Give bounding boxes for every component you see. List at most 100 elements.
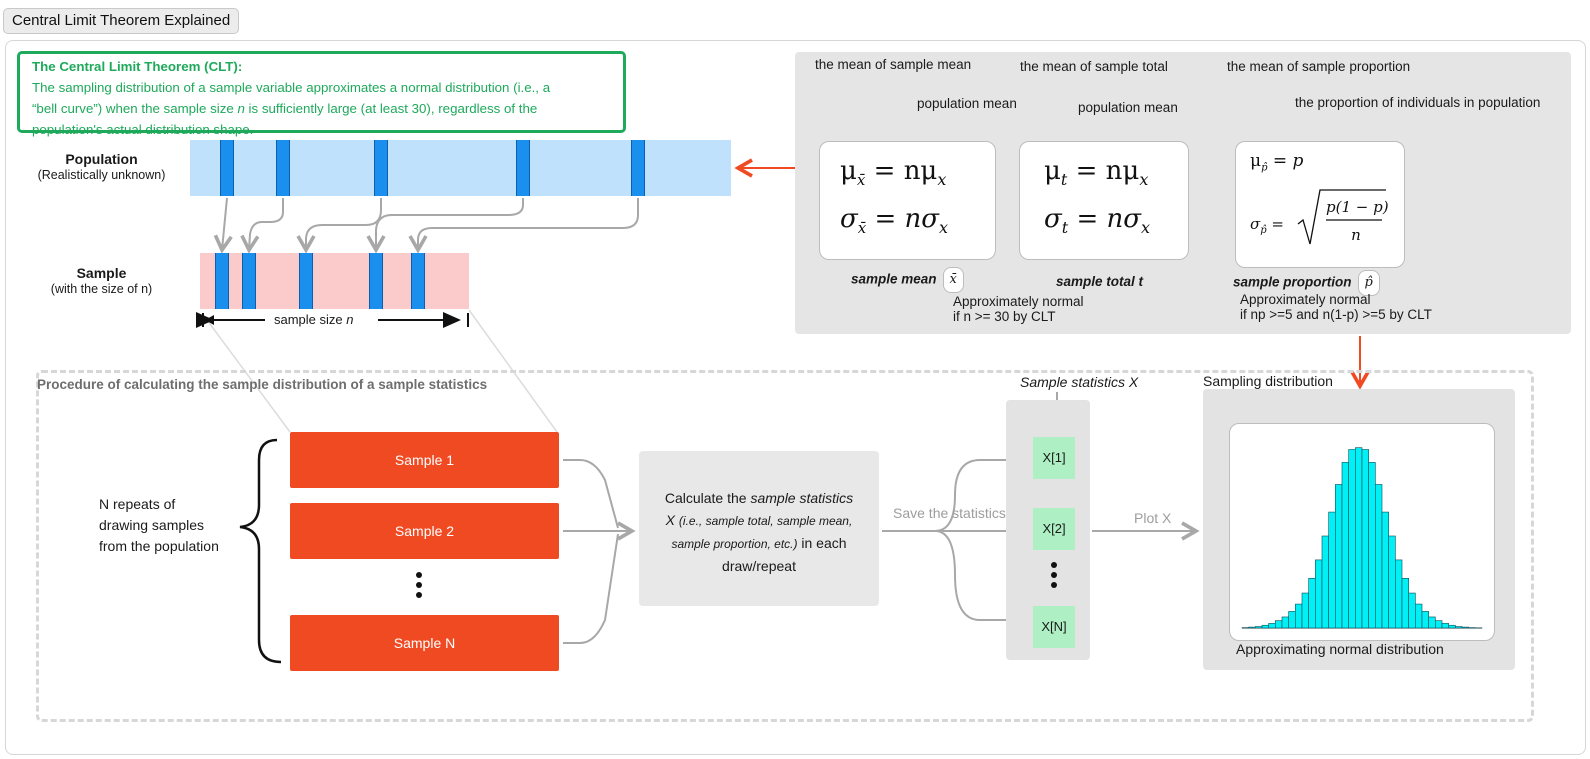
histogram-bar xyxy=(1268,623,1276,629)
sample-unit xyxy=(242,253,256,309)
population-bar xyxy=(190,140,731,196)
population-label: Population (Realistically unknown) xyxy=(20,151,183,182)
calc-text-c: X xyxy=(665,512,679,528)
ann-population-mean-2: population mean xyxy=(1078,100,1178,115)
sample-proportion-chip: p̂ xyxy=(1357,270,1380,296)
histogram-bar xyxy=(1301,592,1309,629)
sample-size-label: sample size n xyxy=(274,312,353,327)
histogram-bar xyxy=(1448,624,1456,629)
population-unit xyxy=(374,140,388,196)
sample-statistics-panel: X[1] X[2] X[N] xyxy=(1006,400,1090,660)
sample-subtitle: (with the size of n) xyxy=(50,282,153,296)
histogram-bar xyxy=(1428,616,1436,629)
histogram-bar xyxy=(1461,626,1469,629)
clt-line-2b: is sufficiently large (at least 30), reg… xyxy=(244,101,538,116)
histogram-bar xyxy=(1295,603,1303,629)
histogram-bar xyxy=(1435,620,1443,629)
stat-x1-box[interactable]: X[1] xyxy=(1033,437,1075,479)
histogram-bar xyxy=(1355,447,1363,629)
clt-text: The sampling distribution of a sample va… xyxy=(32,77,611,140)
sample-2-box[interactable]: Sample 2 xyxy=(290,503,559,559)
population-unit xyxy=(516,140,530,196)
sample-size-text: sample size xyxy=(274,312,347,327)
sqrt-sign xyxy=(1297,189,1386,245)
ann-mean-of-sample-total: the mean of sample total xyxy=(1020,59,1168,74)
histogram-bar xyxy=(1315,559,1323,629)
stat-xn-box[interactable]: X[N] xyxy=(1033,606,1075,648)
population-unit xyxy=(276,140,290,196)
formula-sqrt-numerator: p(1 − p) xyxy=(1326,198,1389,216)
calculate-statistics-box: Calculate the sample statistics X (i.e.,… xyxy=(639,451,879,606)
histogram-bar xyxy=(1248,626,1256,629)
sample-bar xyxy=(200,253,469,309)
sample-unit xyxy=(369,253,383,309)
plot-x-label: Plot X xyxy=(1134,510,1172,526)
histogram-bar xyxy=(1328,511,1336,629)
stat-x2-box[interactable]: X[2] xyxy=(1033,508,1075,550)
histogram-bar xyxy=(1321,535,1329,629)
histogram-bar xyxy=(1255,626,1263,629)
histogram-bar xyxy=(1261,624,1269,629)
sample-unit xyxy=(215,253,229,309)
histogram-bar xyxy=(1381,511,1389,629)
sample-unit xyxy=(299,253,313,309)
population-subtitle: (Realistically unknown) xyxy=(37,168,166,182)
histogram-bar xyxy=(1455,626,1463,629)
histogram-bar xyxy=(1368,462,1376,629)
ann-population-proportion: the proportion of individuals in populat… xyxy=(1295,95,1541,110)
histogram-bar xyxy=(1288,611,1296,629)
formula-box-mean: μx̄ = nμx σx̄ = nσx xyxy=(819,141,996,260)
population-unit xyxy=(220,140,234,196)
ann-population-mean-1: population mean xyxy=(917,96,1017,111)
population-unit xyxy=(631,140,645,196)
sample-mean-label: sample mean xyxy=(851,271,937,287)
histogram-bar xyxy=(1388,535,1396,629)
sample-1-box[interactable]: Sample 1 xyxy=(290,432,559,488)
histogram-bar xyxy=(1395,559,1403,629)
calc-text-d: (i.e., sample total, sample mean, sample… xyxy=(671,514,853,551)
histogram-chart xyxy=(1241,447,1483,629)
histogram-bar xyxy=(1408,592,1416,629)
calc-text-b: sample statistics xyxy=(750,490,854,506)
calc-text-a: Calculate the xyxy=(664,490,751,506)
sample-n-box[interactable]: Sample N xyxy=(290,615,559,671)
formula-sigma-mean: σx̄ = nσx xyxy=(840,204,949,238)
histogram-bar xyxy=(1348,449,1356,629)
histogram-bar xyxy=(1281,616,1289,629)
ann-mean-of-sample-mean: the mean of sample mean xyxy=(815,57,972,72)
repeats-line-2: drawing samples xyxy=(99,517,205,533)
histogram-bar xyxy=(1308,578,1316,629)
histogram-bar xyxy=(1421,611,1429,629)
vertical-ellipsis-icon xyxy=(414,572,424,598)
sample-total-label: sample total t xyxy=(1056,274,1144,289)
ann-mean-of-sample-proportion: the mean of sample proportion xyxy=(1227,59,1411,74)
clt-line-3: population's actual distribution shape. xyxy=(32,122,254,137)
tab-title[interactable]: Central Limit Theorem Explained xyxy=(3,8,240,34)
canvas-frame xyxy=(5,40,1586,755)
save-statistics-label: Save the statistics xyxy=(893,505,1006,521)
sample-mean-chip: x̄ xyxy=(942,267,964,293)
formula-mu-proportion: μp̂ = p xyxy=(1250,151,1304,174)
formula-sqrt-denominator: n xyxy=(1351,226,1361,244)
formula-mu-mean: μx̄ = nμx xyxy=(840,156,947,190)
histogram-bar xyxy=(1401,578,1409,629)
calc-text-e: in each draw/repeat xyxy=(722,535,847,574)
histogram-bar xyxy=(1341,462,1349,629)
repeats-line-3: from the population xyxy=(99,538,219,554)
histogram-card xyxy=(1229,423,1495,641)
clt-definition-box: The Central Limit Theorem (CLT): The sam… xyxy=(17,51,626,137)
formula-box-proportion: μp̂ = p σp̂ = p(1 − p) n xyxy=(1235,141,1405,268)
formula-panel: the mean of sample mean population mean … xyxy=(795,52,1571,334)
histogram-bar xyxy=(1375,484,1383,629)
histogram-bar xyxy=(1361,449,1369,629)
histogram-bar xyxy=(1335,484,1343,629)
sample-size-var: n xyxy=(346,312,354,327)
stat-label-mean: sample mean x̄ xyxy=(851,267,964,293)
procedure-frame xyxy=(36,370,1534,722)
histogram-bar xyxy=(1415,603,1423,629)
sample-unit xyxy=(411,253,425,309)
formula-sigma-total: σt = nσx xyxy=(1044,204,1151,238)
repeats-text: N repeats of drawing samples from the po… xyxy=(99,494,219,557)
sampling-distribution-title: Sampling distribution xyxy=(1203,373,1333,389)
clt-line-1: The sampling distribution of a sample va… xyxy=(32,80,551,95)
